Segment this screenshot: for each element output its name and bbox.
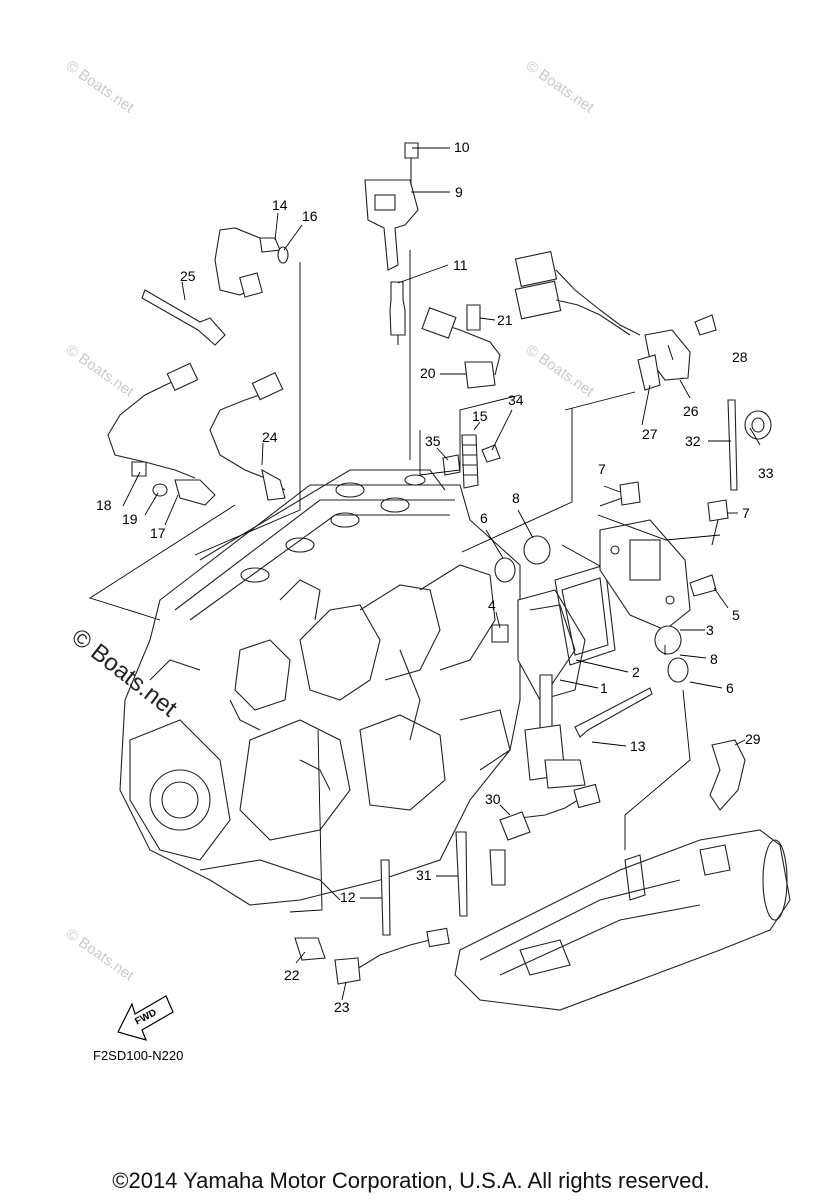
callout-8-b: 8	[710, 651, 718, 667]
callout-31: 31	[416, 867, 432, 883]
part-28-bolt	[694, 314, 717, 336]
callout-22: 22	[284, 967, 300, 983]
callout-25: 25	[180, 268, 196, 284]
part-27-gasket	[637, 354, 661, 391]
callout-10: 10	[454, 139, 470, 155]
part-1-ecu	[517, 589, 586, 789]
callout-34: 34	[508, 392, 524, 408]
callout-28: 28	[732, 349, 748, 365]
part-33-grommet	[744, 410, 772, 440]
callout-11: 11	[453, 257, 468, 273]
part-8-grommet-a	[523, 535, 551, 565]
callout-4: 4	[488, 597, 496, 613]
callout-26: 26	[683, 403, 699, 419]
part-32-cable-tie	[727, 399, 738, 491]
part-21-bolt	[466, 304, 481, 331]
callout-6-b: 6	[726, 680, 734, 696]
part-11-spark-plug	[389, 281, 406, 336]
part-34-bolt	[481, 444, 501, 463]
callout-6-a: 6	[480, 510, 488, 526]
sensor-upper-right	[514, 250, 717, 391]
callout-33: 33	[758, 465, 774, 481]
leader-lines	[122, 147, 761, 1001]
part-7-bolt-a	[619, 481, 641, 506]
callout-1: 1	[600, 680, 608, 696]
part-29-clamp	[709, 739, 746, 811]
part-35-clip	[442, 454, 461, 476]
callout-7-a: 7	[598, 461, 606, 477]
watermark-text: © Boats.net	[523, 341, 598, 400]
part-6-collar-b	[667, 657, 689, 683]
callout-numbers: 1 2 3 4 5 6 6 7 7 8 8 9 10 11 12 13 14 1…	[96, 139, 774, 1015]
callout-5: 5	[732, 607, 740, 623]
sensors-lower	[294, 927, 450, 985]
callout-20: 20	[420, 365, 436, 381]
part-4-bolt	[491, 624, 509, 643]
copyright-notice: ©2014 Yamaha Motor Corporation, U.S.A. A…	[112, 1168, 710, 1193]
part-31-cable-tie	[455, 831, 468, 917]
callout-24: 24	[262, 429, 278, 445]
part-5-bolt	[689, 574, 717, 597]
part-13-bolt	[574, 687, 653, 738]
callout-29: 29	[745, 731, 761, 747]
callout-30: 30	[485, 791, 501, 807]
part-30-sensor	[489, 783, 601, 886]
part-8-grommet-b	[654, 625, 682, 655]
watermark-text: © Boats.net	[523, 57, 598, 116]
callout-14: 14	[272, 197, 288, 213]
callout-9: 9	[455, 184, 463, 200]
sensors-left	[107, 362, 216, 506]
watermark-text: © Boats.net	[63, 925, 138, 984]
watermark-text: © Boats.net	[63, 57, 138, 116]
part-25-sensor	[141, 289, 226, 346]
diagram-code: F2SD100-N220	[93, 1048, 183, 1063]
fasteners-lower	[380, 687, 653, 936]
part-9-ignition-coil	[364, 179, 419, 271]
callout-2: 2	[632, 664, 640, 680]
callout-15: 15	[472, 408, 488, 424]
watermark-text: © Boats.net	[63, 341, 138, 400]
part-3-bracket	[599, 519, 691, 631]
part-7-bolt-b	[707, 499, 729, 522]
sensor-cluster-center	[421, 304, 501, 489]
part-23-sensor-wire	[351, 939, 431, 973]
part-20-sensor	[464, 361, 496, 389]
callout-23: 23	[334, 999, 350, 1015]
part-2-gasket	[554, 564, 616, 666]
part-14-sensor-wire	[214, 227, 266, 296]
callout-17: 17	[150, 525, 166, 541]
callout-35: 35	[425, 433, 441, 449]
callout-7-b: 7	[742, 505, 750, 521]
part-18-bolt	[131, 461, 147, 477]
bolts	[491, 481, 729, 643]
callout-13: 13	[630, 738, 646, 754]
part-22-sensor	[294, 937, 326, 961]
callout-12: 12	[340, 889, 356, 905]
jet-pump-duct	[454, 829, 791, 1011]
part-10-bolt	[404, 142, 419, 159]
part-17-sensor-wire	[107, 377, 196, 479]
parts-right	[727, 399, 772, 491]
callout-27: 27	[642, 426, 658, 442]
part-16-gasket	[277, 246, 289, 264]
part-19-washer	[152, 483, 168, 497]
grommets	[494, 535, 689, 683]
callout-18: 18	[96, 497, 112, 513]
callout-16: 16	[302, 208, 318, 224]
engine-block	[119, 469, 521, 906]
ignition-coil-group	[364, 142, 419, 345]
part-6-collar-a	[494, 557, 516, 583]
part-12-cable-tie	[380, 859, 391, 936]
callout-19: 19	[122, 511, 138, 527]
callout-8-a: 8	[512, 490, 520, 506]
callout-32: 32	[685, 433, 701, 449]
part-15-spring	[461, 434, 479, 489]
assembly-lines	[88, 250, 721, 913]
callout-3: 3	[706, 622, 714, 638]
fwd-arrow-icon: FWD	[117, 995, 174, 1041]
callout-21: 21	[497, 312, 513, 328]
sensors-upper-left	[141, 227, 289, 501]
